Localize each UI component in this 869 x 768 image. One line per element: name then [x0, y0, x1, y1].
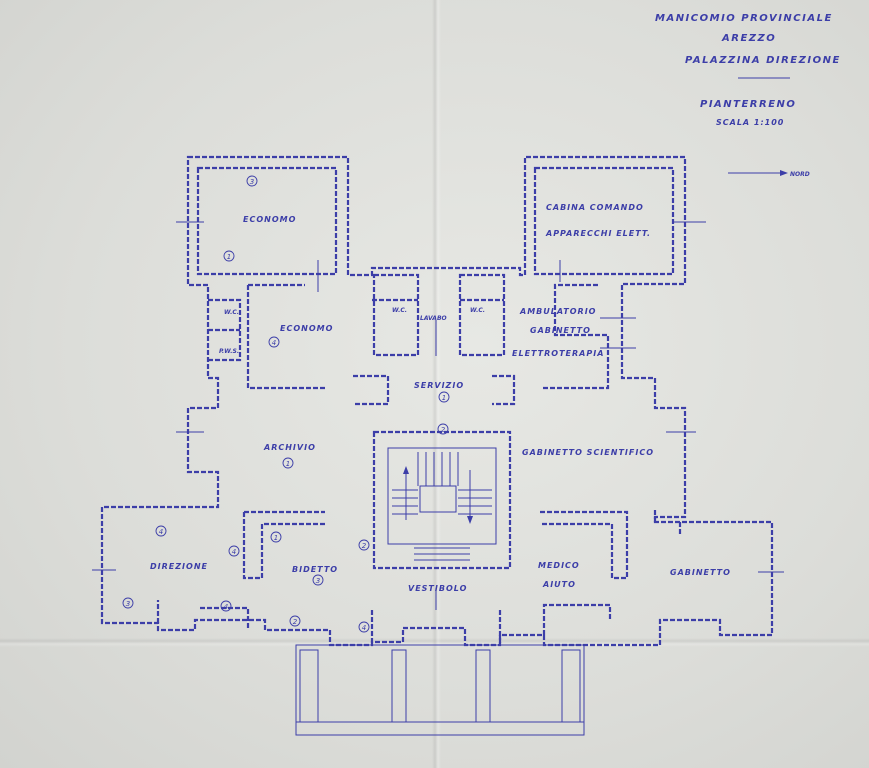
- mark-dir-a: 4: [159, 528, 163, 536]
- label-amb-1: AMBULATORIO: [519, 307, 596, 316]
- label-archivio: ARCHIVIO: [263, 443, 316, 452]
- mark-economo-mid: 4: [272, 339, 276, 347]
- mark-dir-b: 3: [126, 600, 130, 608]
- scale-label: SCALA 1:100: [716, 118, 784, 127]
- label-cabina-2: APPARECCHI ELETT.: [545, 229, 651, 238]
- portico: [295, 644, 585, 736]
- north-arrow: NORD: [728, 170, 810, 178]
- label-economo-top: ECONOMO: [243, 215, 296, 224]
- mark-economo-b: 1: [227, 253, 231, 261]
- mark-servizio: 1: [442, 394, 446, 402]
- mark-economo-a: 3: [250, 178, 254, 186]
- label-amb-2: GABINETTO: [530, 326, 591, 335]
- north-label: NORD: [790, 171, 810, 178]
- mark-bid-a: 1: [274, 534, 278, 542]
- label-cabina-1: CABINA COMANDO: [546, 203, 644, 212]
- label-wc-mid-right: W.C.: [470, 307, 485, 314]
- label-economo-mid: ECONOMO: [280, 324, 333, 333]
- label-pws: P.W.S.: [219, 348, 239, 355]
- axis-marks: [92, 221, 784, 610]
- label-amb-3: ELETTROTERAPIA: [512, 349, 604, 358]
- label-lavabo: LAVABO: [420, 315, 447, 322]
- label-servizio: SERVIZIO: [414, 381, 464, 390]
- label-medico: MEDICO: [538, 561, 580, 570]
- floor-name: PIANTERRENO: [700, 99, 796, 110]
- label-wc-mid-left: W.C.: [392, 307, 407, 314]
- mark-dir-c: 4: [232, 548, 236, 556]
- mark-bid-b: 3: [316, 577, 320, 585]
- staircase: [387, 447, 497, 561]
- interior-walls: [156, 166, 682, 645]
- mark-stair: 2: [441, 426, 446, 434]
- title-line-1: MANICOMIO PROVINCIALE: [655, 13, 833, 24]
- mark-stair-left: 2: [362, 542, 367, 550]
- circle-marks: 3 1 4 1 1 2 2 4 3 4 4 1 3 2 4: [122, 175, 450, 633]
- mark-dir-d: 4: [224, 603, 228, 611]
- label-direzione: DIREZIONE: [150, 562, 208, 571]
- title-line-2: AREZZO: [721, 33, 776, 44]
- label-vestibolo: VESTIBOLO: [408, 584, 467, 593]
- mark-bid-c: 2: [293, 618, 298, 626]
- title-block: MANICOMIO PROVINCIALE AREZZO PALAZZINA D…: [655, 13, 841, 127]
- room-labels: ECONOMO ECONOMO CABINA COMANDO APPARECCH…: [150, 203, 731, 593]
- mark-vest: 4: [362, 624, 366, 632]
- label-wc-left: W.C.: [224, 309, 239, 316]
- label-aiuto: AIUTO: [542, 580, 576, 589]
- label-bidetto: BIDETTO: [292, 565, 338, 574]
- title-line-3: PALAZZINA DIREZIONE: [685, 55, 841, 66]
- mark-archivio: 1: [286, 460, 290, 468]
- label-gabinetto-scientifico: GABINETTO SCIENTIFICO: [522, 448, 654, 457]
- label-gabinetto-right: GABINETTO: [670, 568, 731, 577]
